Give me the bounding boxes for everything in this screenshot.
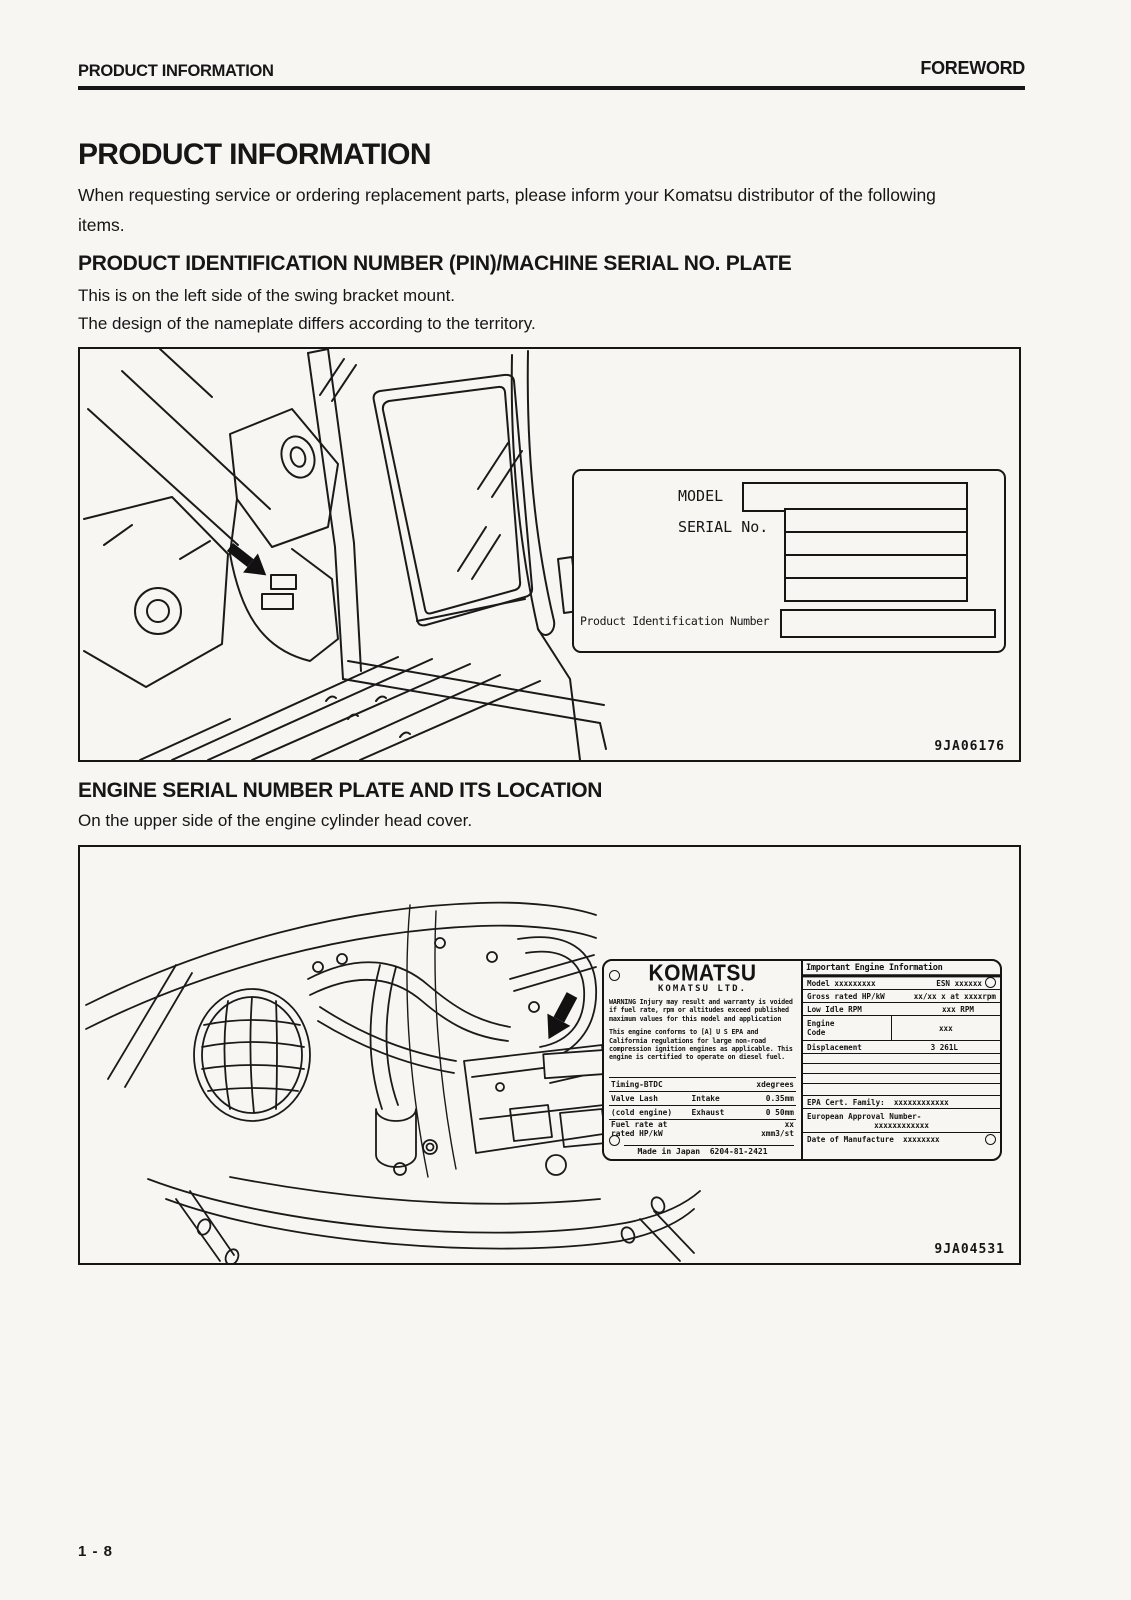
pin-number-label: Product Identification Number (580, 614, 770, 628)
pin-plate-figure: MODEL SERIAL No. Product Identification … (78, 347, 1021, 762)
serial-field-stack (784, 508, 968, 602)
komatsu-logo: KOMATSU (648, 961, 757, 986)
engine-line-art (85, 901, 701, 1263)
engine-serial-plate: KOMATSU KOMATSU LTD. WARNING Injury may … (602, 959, 1002, 1161)
pin-nameplate: MODEL SERIAL No. Product Identification … (572, 469, 1006, 653)
section-heading-engine: ENGINE SERIAL NUMBER PLATE AND ITS LOCAT… (78, 779, 603, 802)
page-number: 1 - 8 (78, 1543, 114, 1560)
serial-label: SERIAL No. (678, 518, 769, 536)
figure-code: 9JA04531 (934, 1242, 1005, 1257)
plate-hole-icon (609, 1135, 620, 1146)
info-row-idle: Low Idle RPM xxx RPM (803, 1003, 1000, 1016)
model-label: MODEL (678, 487, 724, 505)
plate-conformity-text: This engine conforms to [A] U S EPA and … (609, 1028, 793, 1062)
info-row-displacement: Displacement 3 261L (803, 1041, 1000, 1054)
spec-row-timing: Timing-BTDC xdegrees (609, 1077, 796, 1091)
section-heading-pin: PRODUCT IDENTIFICATION NUMBER (PIN)/MACH… (78, 252, 792, 275)
plate-left-panel: KOMATSU KOMATSU LTD. WARNING Injury may … (604, 961, 803, 1159)
spec-row-valve-intake: Valve Lash Intake 0.35mm (609, 1091, 796, 1105)
plate-right-panel: Important Engine Information Model xxxxx… (803, 961, 1000, 1159)
intro-paragraph: When requesting service or ordering repl… (78, 185, 936, 235)
plate-spec-table: Timing-BTDC xdegrees Valve Lash Intake 0… (609, 1077, 796, 1157)
plate-warning-text: WARNING Injury may result and warranty i… (609, 998, 793, 1023)
info-row-blank (803, 1084, 1000, 1096)
info-row-gross: Gross rated HP/kW xx/xx x at xxxxrpm (803, 990, 1000, 1003)
info-row-epa: EPA Cert. Family: xxxxxxxxxxxx (803, 1096, 1000, 1109)
engine-text-line1: On the upper side of the engine cylinder… (78, 811, 473, 830)
pin-number-box (780, 609, 996, 638)
info-row-model: Model xxxxxxxxx ESN xxxxxx (803, 977, 1000, 990)
plate-hole-icon (609, 970, 620, 981)
figure-code: 9JA06176 (934, 739, 1005, 754)
plate-hole-icon (985, 977, 996, 988)
made-in-line (609, 1133, 796, 1146)
spec-row-valve-exhaust: (cold engine) Exhaust 0 50mm (609, 1105, 796, 1119)
info-header: Important Engine Information (803, 961, 1000, 978)
serial-row (786, 531, 966, 554)
location-arrow-icon (547, 992, 578, 1040)
engine-plate-figure: KOMATSU KOMATSU LTD. WARNING Injury may … (78, 845, 1021, 1265)
info-row-date-of-manufacture: Date of Manufacture xxxxxxxx (807, 1135, 940, 1144)
pin-text-line2: The design of the nameplate differs acco… (78, 314, 536, 333)
serial-row (786, 510, 966, 531)
running-header-right: FOREWORD (920, 58, 1025, 78)
running-header-left: PRODUCT INFORMATION (78, 62, 274, 80)
made-in-text: Made in Japan 6204-81-2421 (637, 1147, 768, 1156)
info-row-blank (803, 1074, 1000, 1084)
info-row-euro-approval: European Approval Number- xxxxxxxxxxxx (803, 1109, 1000, 1133)
company-name: KOMATSU LTD. (657, 984, 748, 994)
location-arrow-icon (226, 543, 267, 576)
serial-row (786, 554, 966, 577)
info-row-engine-code: Engine Code xxx (803, 1016, 1000, 1041)
header-rule (78, 86, 1025, 90)
spec-row-fuel-rate: Fuel rate at rated HP/kW xx xmm3/st (609, 1119, 796, 1138)
excavator-line-art (83, 349, 607, 760)
serial-row (786, 577, 966, 600)
blank-write-line (624, 1136, 794, 1146)
info-row-blank (803, 1054, 1000, 1064)
plate-hole-icon (985, 1134, 996, 1145)
pin-text-line1: This is on the left side of the swing br… (78, 286, 456, 305)
info-row-blank (803, 1064, 1000, 1074)
page-title: PRODUCT INFORMATION (78, 138, 431, 171)
